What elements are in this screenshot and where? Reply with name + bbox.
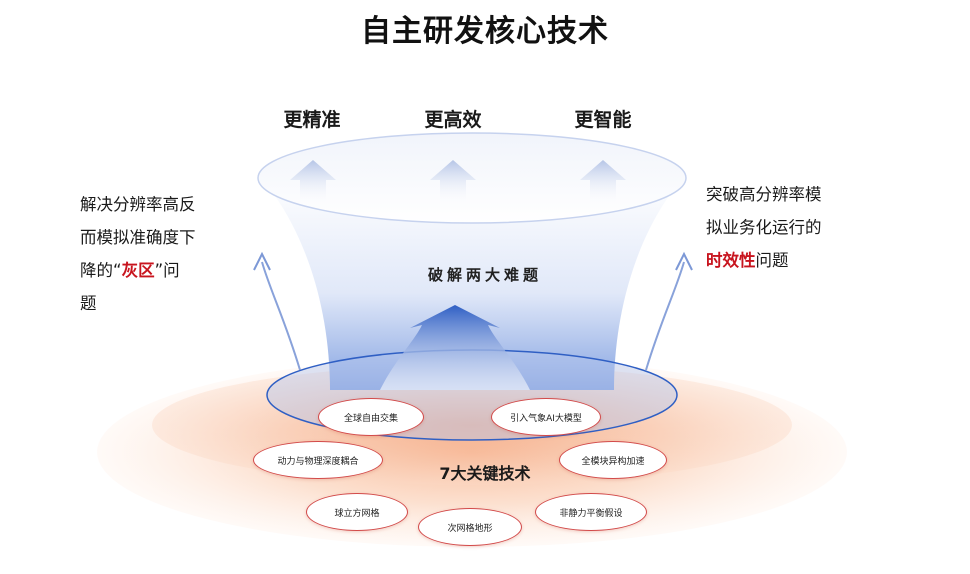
left-curve-arrow (261, 261, 301, 371)
right-problem-text: 突破高分辨率模 拟业务化运行的 时效性问题 (706, 185, 822, 270)
goal-arrow-1 (290, 160, 336, 205)
highlight-timeliness: 时效性 (706, 251, 756, 270)
goal-intelligent: 更智能 (574, 109, 632, 131)
tech-pill: 全模块异构加速 (559, 441, 667, 479)
goal-precise: 更精准 (283, 109, 341, 131)
left-problem-text: 解决分辨率高反 而模拟准确度下 降的“灰区”问 题 (80, 195, 196, 313)
goal-arrow-2 (430, 160, 476, 205)
highlight-gray-zone: 灰区 (121, 261, 155, 280)
tech-pill: 动力与物理深度耦合 (253, 441, 383, 479)
goal-arrow-3 (580, 160, 626, 205)
goal-efficient: 更高效 (424, 109, 482, 131)
tech-pill: 球立方网格 (306, 493, 408, 531)
center-label: 破解两大难题 (427, 266, 542, 284)
tech-pill: 引入气象AI大模型 (491, 398, 601, 436)
page-title: 自主研发核心技术 (361, 14, 609, 49)
tech-pill: 非静力平衡假设 (535, 493, 647, 531)
funnel-body (258, 175, 686, 390)
tech-pill: 全球自由交集 (318, 398, 424, 436)
right-curve-arrow (645, 261, 685, 371)
central-arrow (380, 305, 530, 390)
tech-pill: 次网格地形 (418, 508, 522, 546)
key-tech-label: 7大关键技术 (439, 464, 531, 483)
